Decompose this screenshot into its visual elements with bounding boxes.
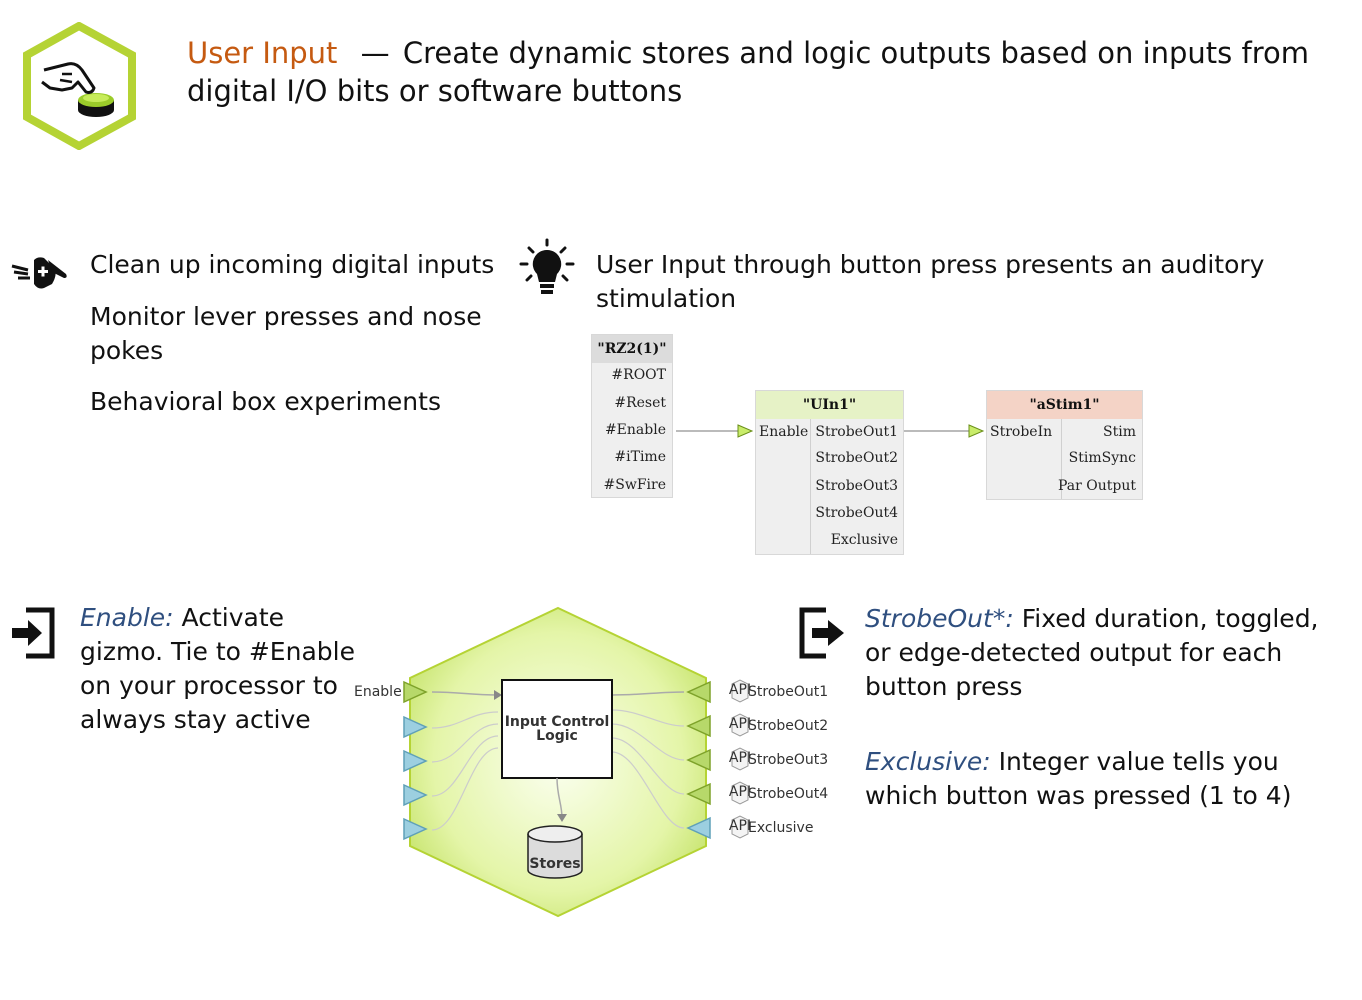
light-bulb-icon — [517, 238, 577, 304]
output-wire-4 — [611, 737, 685, 795]
api-badge-label-5: API — [729, 818, 751, 834]
output-wire-1 — [611, 691, 685, 696]
enable-text: Activate gizmo. Tie to #Enable on your p… — [80, 603, 355, 734]
title-dash: — — [360, 36, 390, 70]
enable-description: Enable: Activate gizmo. Tie to #Enable o… — [80, 601, 360, 737]
output-port-1 — [686, 680, 711, 704]
logic-label-line1: Input Control — [505, 714, 610, 730]
input-wire-4 — [431, 735, 499, 797]
page-title: User Input — [187, 36, 338, 70]
input-port-enable — [403, 680, 428, 704]
uin-output-exclusive: Exclusive — [830, 532, 898, 548]
strobe-label: StrobeOut*: — [865, 604, 1014, 633]
api-badge-label-4: API — [729, 784, 751, 800]
header-title-line-1: User Input — Create dynamic stores and l… — [187, 34, 1309, 72]
output-wire-5 — [611, 751, 685, 829]
enable-label: Enable: — [80, 603, 174, 632]
rz2-port-swfire: #SwFire — [603, 477, 666, 493]
use-item-2: Monitor lever presses and nose pokes — [90, 302, 482, 365]
rz2-port-root: #ROOT — [611, 367, 666, 383]
stores-cylinder: Stores — [527, 825, 583, 879]
uin-input-enable: Enable — [759, 424, 809, 440]
exclusive-text: Integer value tells you which button was… — [865, 747, 1292, 810]
page-subtitle-line2: digital I/O bits or software buttons — [187, 74, 683, 108]
input-arrow-icon — [8, 604, 58, 666]
uin-table-divider — [810, 419, 811, 554]
swiss-knife-icon — [8, 248, 72, 300]
input-port-2 — [403, 715, 428, 739]
gizmo-output-label-5: Exclusive — [748, 820, 814, 836]
output-arrow-icon — [796, 604, 852, 666]
output-port-2 — [686, 714, 711, 738]
rz2-port-enable: #Enable — [604, 422, 666, 438]
rz2-port-itime: #iTime — [614, 449, 666, 465]
uin-output-4: StrobeOut4 — [815, 505, 898, 521]
example-description: User Input through button press presents… — [596, 250, 1265, 313]
hand-pressing-button-icon — [23, 21, 136, 151]
output-wire-2 — [611, 709, 685, 727]
api-badge-label-2: API — [729, 716, 751, 732]
stores-label: Stores — [529, 856, 580, 872]
gizmo-diagram: Input Control Logic Stores API API API A… — [403, 606, 751, 918]
astim-table: "aStim1" — [986, 390, 1143, 500]
strobe-text: Fixed duration, toggled, or edge-detecte… — [865, 604, 1319, 701]
header-logo — [22, 21, 137, 151]
input-wire-1 — [431, 691, 499, 696]
enable-port-marker — [737, 424, 754, 438]
input-wire-2 — [431, 711, 499, 729]
exclusive-label: Exclusive: — [865, 747, 991, 776]
rz2-port-reset: #Reset — [614, 395, 666, 411]
gizmo-output-label-1: StrobeOut1 — [748, 684, 829, 700]
astim-table-divider — [1061, 419, 1062, 499]
strobe-description: StrobeOut*: Fixed duration, toggled, or … — [865, 602, 1335, 704]
rz2-table: "RZ2(1)" — [591, 334, 673, 498]
use-item-1: Clean up incoming digital inputs — [90, 250, 495, 279]
input-port-3 — [403, 749, 428, 773]
uin-table-title: "UIn1" — [756, 391, 903, 419]
output-wire-3 — [611, 723, 685, 761]
api-badge-label-3: API — [729, 750, 751, 766]
stores-arrowhead — [557, 814, 567, 822]
uin-table: "UIn1" — [755, 390, 904, 555]
input-port-5 — [403, 817, 428, 841]
uin-output-2: StrobeOut2 — [815, 450, 898, 466]
page-subtitle-line1: Create dynamic stores and logic outputs … — [402, 36, 1309, 70]
exclusive-description: Exclusive: Integer value tells you which… — [865, 745, 1325, 813]
gizmo-input-enable-label: Enable — [354, 684, 402, 700]
astim-output-stimsync: StimSync — [1068, 450, 1136, 466]
api-badge-icon: API API API API API — [729, 679, 751, 839]
output-port-exclusive — [686, 816, 711, 840]
input-wire-5 — [431, 747, 499, 831]
astim-table-title: "aStim1" — [987, 391, 1142, 419]
output-port-4 — [686, 782, 711, 806]
uin-output-3: StrobeOut3 — [815, 478, 898, 494]
astim-output-paroutput: Par Output — [1057, 478, 1136, 494]
rz2-table-title: "RZ2(1)" — [592, 335, 672, 363]
uin-output-1: StrobeOut1 — [815, 424, 898, 440]
strobein-port-marker — [968, 424, 985, 438]
gizmo-output-label-4: StrobeOut4 — [748, 786, 829, 802]
logic-label-line2: Logic — [536, 728, 578, 744]
astim-input-strobein: StrobeIn — [990, 424, 1053, 440]
api-badge-label-1: API — [729, 682, 751, 698]
gizmo-output-label-2: StrobeOut2 — [748, 718, 829, 734]
output-port-3 — [686, 748, 711, 772]
use-item-3: Behavioral box experiments — [90, 387, 441, 416]
input-port-4 — [403, 783, 428, 807]
gizmo-output-label-3: StrobeOut3 — [748, 752, 829, 768]
input-arrowhead — [494, 690, 502, 700]
input-wire-3 — [431, 723, 499, 763]
astim-output-stim: Stim — [1103, 424, 1136, 440]
